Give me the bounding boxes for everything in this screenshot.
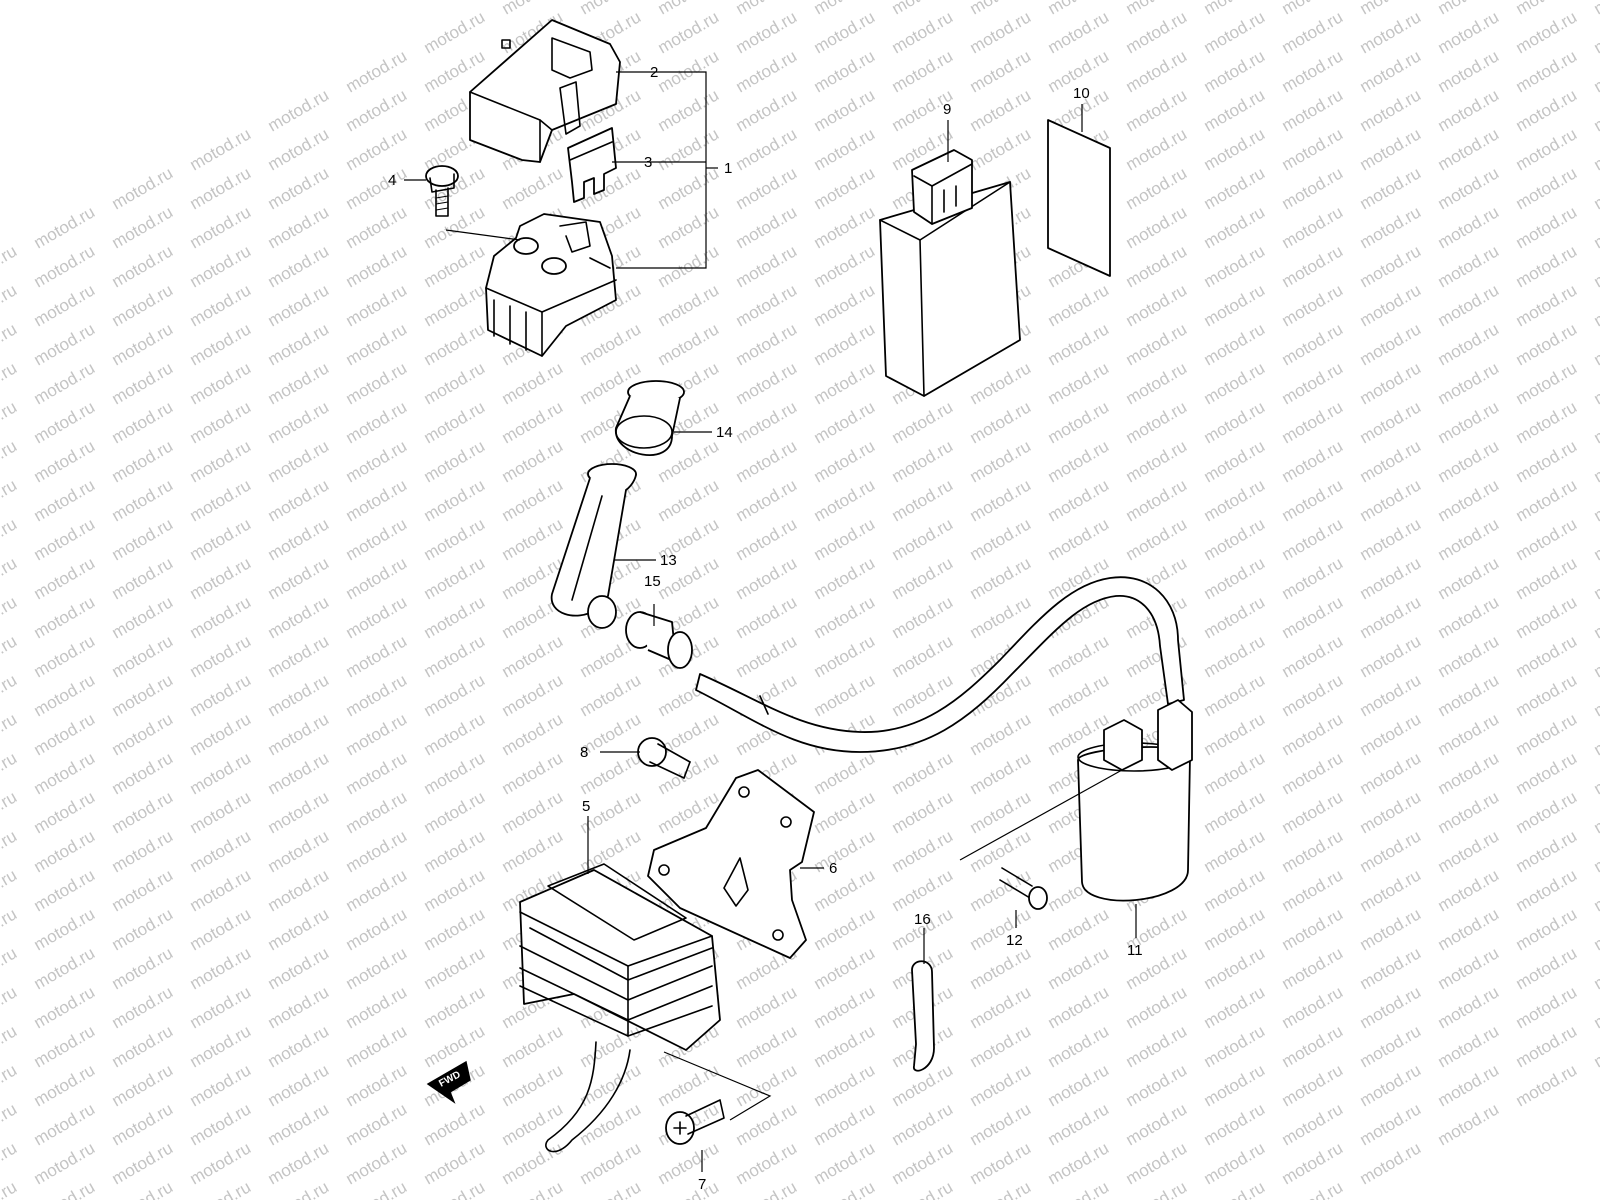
regulator-rectifier — [519, 863, 721, 1153]
watermark-text: motod.ru — [1591, 0, 1600, 18]
callout-10: 10 — [1073, 85, 1090, 102]
coil-screw — [999, 867, 1048, 910]
mounting-bracket — [647, 769, 815, 959]
regulator-screw — [665, 1099, 725, 1145]
cdi-unit — [879, 149, 1021, 397]
spark-plug-cap — [550, 463, 637, 629]
plug-cap-cover — [615, 380, 685, 457]
callout-13: 13 — [660, 552, 677, 569]
callout-8: 8 — [580, 744, 588, 761]
callout-7: 7 — [698, 1176, 706, 1193]
wire-clamp — [911, 960, 935, 1072]
starter-relay-cover — [469, 19, 621, 163]
callout-9: 9 — [943, 101, 951, 118]
callout-5: 5 — [582, 798, 590, 815]
relay-screw — [425, 165, 459, 217]
ignition-coil — [695, 576, 1193, 902]
callout-12: 12 — [1006, 932, 1023, 949]
callout-15: 15 — [644, 573, 661, 590]
callout-16: 16 — [914, 911, 931, 928]
callout-4: 4 — [388, 172, 396, 189]
fwd-direction-badge: FWD — [426, 1060, 471, 1104]
cable-grommet — [625, 611, 693, 669]
starter-relay-body — [485, 213, 617, 357]
callout-14: 14 — [716, 424, 733, 441]
callout-11: 11 — [1127, 942, 1143, 959]
callout-6: 6 — [829, 860, 837, 877]
spark-plate — [1047, 119, 1111, 277]
callout-2: 2 — [650, 64, 658, 81]
callout-labels: 1 2 3 4 5 6 7 8 9 10 11 12 13 14 15 16 — [388, 64, 1143, 1193]
watermark-text: motod.ru — [0, 1177, 20, 1200]
callout-1: 1 — [724, 160, 732, 177]
callout-3: 3 — [644, 154, 652, 171]
fuse — [567, 127, 617, 203]
leader-lines — [404, 71, 1137, 1172]
